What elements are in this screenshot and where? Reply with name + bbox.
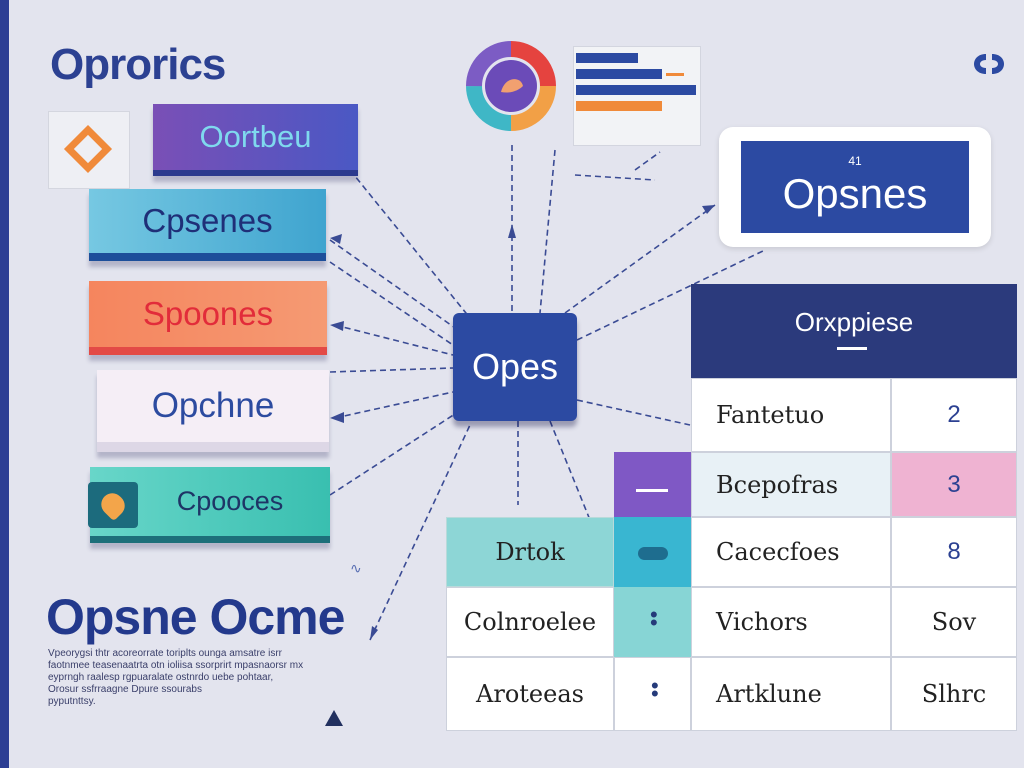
callout-card[interactable]: 41 Opsnes	[719, 127, 991, 247]
arrow-head	[370, 626, 378, 640]
connector-line	[329, 239, 459, 331]
table-header: Orxppiese	[691, 284, 1017, 378]
pill-node-5[interactable]: Cpooces	[90, 467, 330, 543]
teal-block	[614, 517, 691, 587]
bar-card	[573, 46, 701, 146]
arrow-head	[330, 321, 344, 331]
connector-line	[329, 411, 459, 496]
purple-block	[614, 452, 691, 517]
arrow-head	[508, 224, 516, 238]
arrow-head	[330, 412, 344, 423]
pill-node-2[interactable]: Cpsenes	[89, 189, 326, 261]
table-label-cell: Fantetuo	[691, 378, 891, 452]
body-line: eyprngh raalesp rgpuaralate ostnrdo uebe…	[48, 672, 274, 683]
connector-line	[334, 391, 454, 419]
callout-inner: 41 Opsnes	[741, 141, 969, 233]
minus-icon	[636, 489, 668, 492]
more-vertical-icon[interactable]: ••	[650, 602, 658, 635]
side-label-cell: Colnroelee	[446, 587, 614, 657]
side-label-cell: Aroteeas	[446, 657, 614, 731]
callout-small-text: 41	[848, 154, 862, 168]
donut-chart-icon	[466, 41, 556, 131]
white-block: ••	[614, 657, 691, 731]
connector-line	[329, 367, 454, 373]
pill-node-3[interactable]: Spoones	[89, 281, 327, 355]
table-value-cell: 3	[891, 452, 1017, 517]
connector-line	[574, 174, 656, 181]
mint-block: ••	[614, 587, 691, 657]
bar	[666, 73, 684, 76]
table-label-cell: Bcepofras	[691, 452, 891, 517]
arrow-head	[330, 234, 342, 244]
connector-line	[329, 261, 454, 346]
pill-node-4[interactable]: Opchne	[97, 370, 329, 452]
connector-line	[349, 169, 471, 319]
arrow-head	[702, 205, 715, 214]
body-line: pyputnttsy.	[48, 696, 96, 707]
blob-icon	[638, 547, 668, 560]
hub-node[interactable]: Opes	[453, 313, 577, 421]
diamond-tile	[48, 111, 130, 189]
bar	[576, 85, 696, 95]
connector-line	[539, 149, 556, 314]
callout-title: Opsnes	[782, 170, 928, 217]
header-dash	[837, 347, 867, 350]
table-header-title: Orxppiese	[794, 307, 914, 337]
pill-node-1[interactable]: Oortbeu	[153, 104, 358, 176]
squiggle-icon: ∿	[350, 560, 362, 576]
triangle-icon	[325, 710, 343, 726]
app-title: Oprorics	[50, 40, 226, 89]
body-line: Orosur ssfrraagne Dpure ssourabs	[48, 684, 202, 695]
table-value-cell: 8	[891, 517, 1017, 587]
bar	[576, 69, 662, 79]
diamond-icon	[63, 124, 113, 174]
connector-line	[576, 399, 691, 426]
table-label-cell: Artklune	[691, 657, 891, 731]
link-icon[interactable]	[972, 50, 1006, 78]
bar	[576, 53, 638, 63]
body-line: Vpeorygsi thtr acoreorrate toriplts oung…	[48, 648, 282, 659]
table-value-cell: Slhrc	[891, 657, 1017, 731]
pill-5-icon-tile	[88, 482, 138, 528]
section-heading: Opsne Ocme	[46, 589, 345, 645]
body-line: faotnmee teasenaatrta otn ioliisa ssorpr…	[48, 660, 304, 671]
connector-line	[576, 249, 766, 341]
connector-line	[549, 420, 591, 521]
table-label-cell: Cacecfoes	[691, 517, 891, 587]
left-accent-bar	[0, 0, 9, 768]
connector-line	[634, 151, 661, 171]
more-vertical-icon[interactable]: ••	[651, 673, 659, 706]
heart-icon	[96, 488, 130, 522]
connector-line	[334, 324, 454, 356]
bar	[576, 101, 662, 111]
table-label-cell: Vichors	[691, 587, 891, 657]
table-value-cell: 2	[891, 378, 1017, 452]
table-value-cell: Sov	[891, 587, 1017, 657]
side-label-cell: Drtok	[446, 517, 614, 587]
connector-line	[564, 204, 716, 314]
body-paragraph: Vpeorygsi thtr acoreorrate toriplts oung…	[48, 648, 383, 708]
